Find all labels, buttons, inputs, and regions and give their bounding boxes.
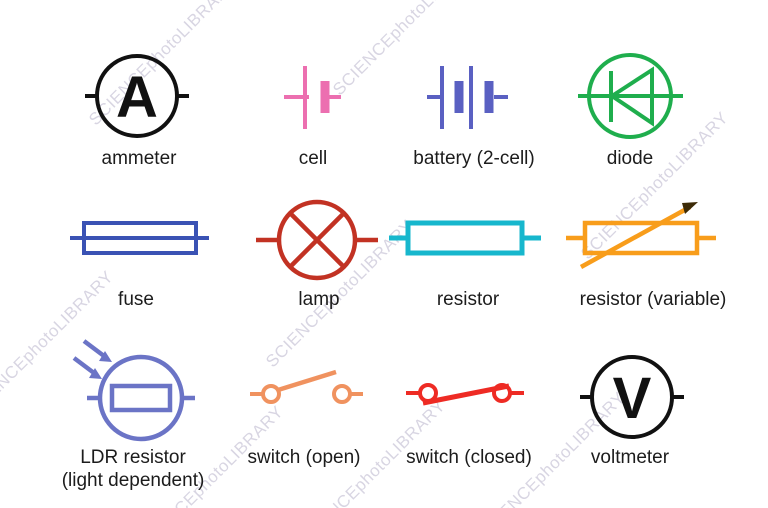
battery-label: battery (2-cell) [413,148,535,169]
ammeter-letter: A [116,65,158,130]
diode-label: diode [606,148,654,169]
ldr-light-arrowhead [89,368,102,379]
variable-resistor-body [582,220,700,256]
diode-triangle [608,66,654,127]
switch-open-symbol [250,369,363,404]
cell-symbol [284,66,341,129]
switch-closed-label: switch (closed) [406,447,532,468]
ldr-label-line2: (light dependent) [61,470,205,491]
variable-resistor-label: resistor (variable) [579,289,727,310]
fuse-label: fuse [118,289,154,310]
voltmeter-label: voltmeter [590,447,670,468]
switch-closed-symbol [406,383,524,406]
ldr-label-line1: LDR resistor [80,447,186,468]
fuse-symbol [70,221,209,255]
variable-resistor-symbol [566,202,716,269]
voltmeter-letter: V [613,366,652,431]
ldr-symbol [72,339,195,442]
variable-resistor-arrowhead [682,202,698,214]
ammeter-symbol: A [85,54,189,138]
voltmeter-symbol: V [580,355,684,439]
resistor-body [405,220,525,256]
diode-symbol [578,53,683,139]
ldr-light-arrowhead [99,351,112,362]
switch-open-label: switch (open) [247,447,361,468]
ldr-label: LDR resistor (light dependent) [62,446,205,492]
resistor-label: resistor [436,289,500,310]
lamp-label: lamp [298,289,340,310]
resistor-symbol [389,220,541,256]
battery-symbol [427,66,508,129]
ldr-body [109,383,173,413]
ammeter-label: ammeter [101,148,177,169]
lamp-symbol [256,199,378,281]
cell-label: cell [298,148,328,169]
